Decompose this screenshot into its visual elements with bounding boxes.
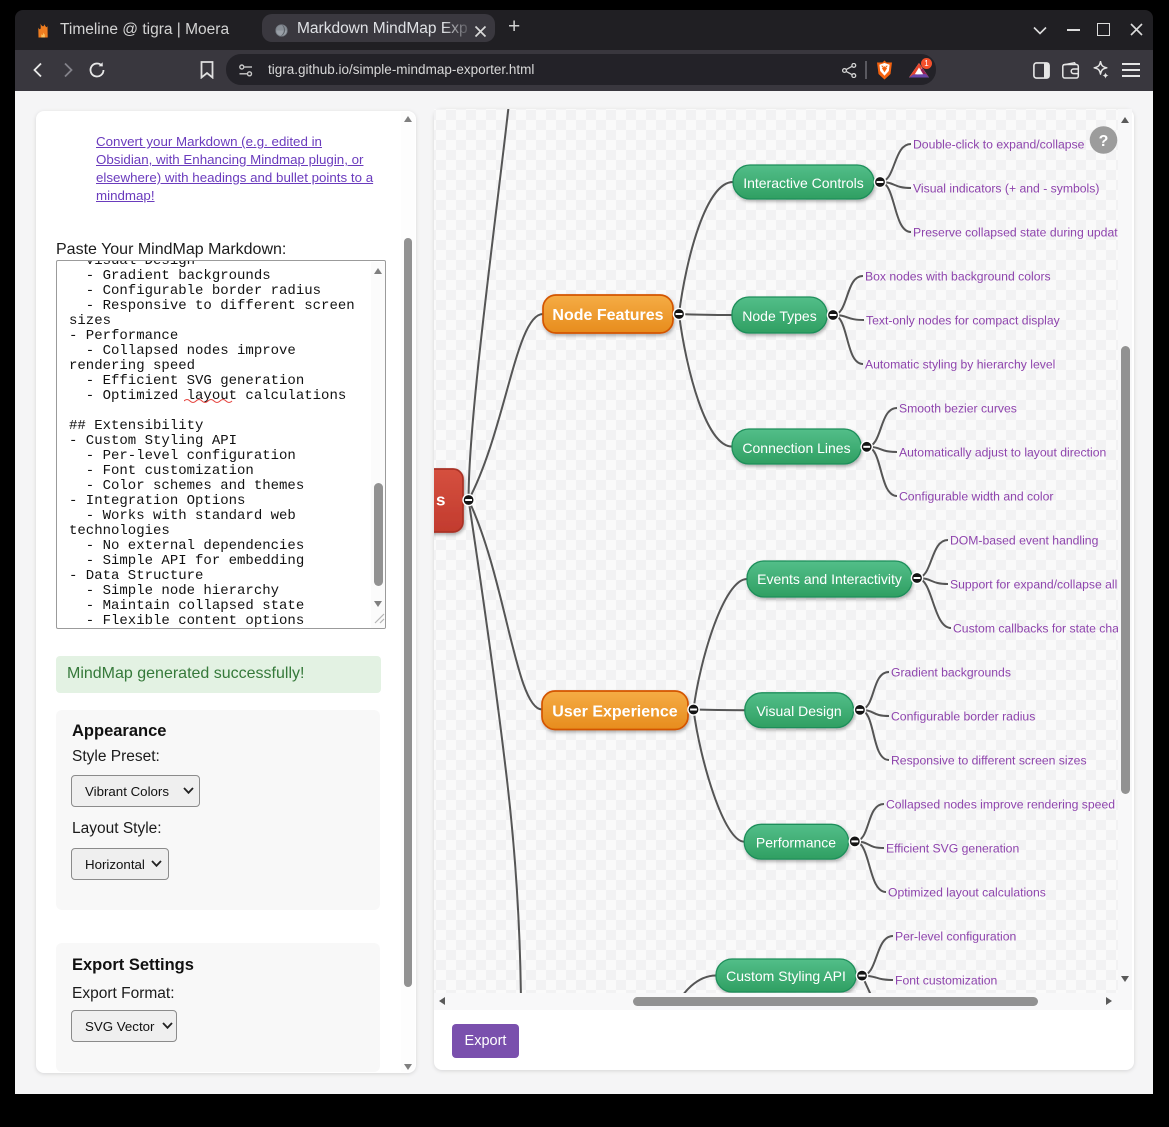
svg-text:Box nodes with background colo: Box nodes with background colors [865,270,1051,284]
svg-text:Collapsed nodes improve render: Collapsed nodes improve rendering speed [886,798,1115,812]
svg-text:User Experience: User Experience [552,704,678,721]
svg-text:Performance: Performance [756,835,836,851]
svg-text:Custom Styling API: Custom Styling API [726,968,846,984]
svg-text:Interactive Controls: Interactive Controls [743,175,864,191]
svg-text:Support for expand/collapse al: Support for expand/collapse all nodes [950,578,1118,592]
svg-text:?: ? [1099,133,1109,150]
svg-text:Efficient SVG generation: Efficient SVG generation [886,842,1019,856]
svg-text:Custom callbacks for state cha: Custom callbacks for state changes [953,622,1118,636]
svg-text:Responsive to different screen: Responsive to different screen sizes [891,754,1087,768]
svg-text:Per-level configuration: Per-level configuration [895,930,1016,944]
svg-text:Automatic styling by hierarchy: Automatic styling by hierarchy level [865,358,1055,372]
svg-text:Connection Lines: Connection Lines [742,440,850,456]
svg-text:Events and Interactivity: Events and Interactivity [757,571,902,587]
svg-text:Configurable border radius: Configurable border radius [891,710,1035,724]
svg-text:Node Features: Node Features [552,307,663,324]
svg-text:s: s [436,491,445,510]
svg-text:Double-click to expand/collaps: Double-click to expand/collapse [913,138,1085,152]
svg-text:DOM-based event handling: DOM-based event handling [950,534,1098,548]
svg-text:Optimized layout calculations: Optimized layout calculations [888,886,1046,900]
svg-text:Visual Design: Visual Design [756,703,841,719]
svg-text:Configurable width and color: Configurable width and color [899,490,1053,504]
svg-text:Text-only nodes for compact di: Text-only nodes for compact display [866,314,1061,328]
svg-text:Gradient backgrounds: Gradient backgrounds [891,666,1011,680]
svg-text:Smooth bezier curves: Smooth bezier curves [899,402,1017,416]
svg-text:Node Types: Node Types [742,308,816,324]
svg-text:Font customization: Font customization [895,974,997,988]
svg-text:Automatically adjust to layout: Automatically adjust to layout direction [899,446,1106,460]
svg-text:Visual indicators (+ and - sym: Visual indicators (+ and - symbols) [913,182,1099,196]
svg-text:Preserve collapsed state durin: Preserve collapsed state during updates [913,226,1118,240]
